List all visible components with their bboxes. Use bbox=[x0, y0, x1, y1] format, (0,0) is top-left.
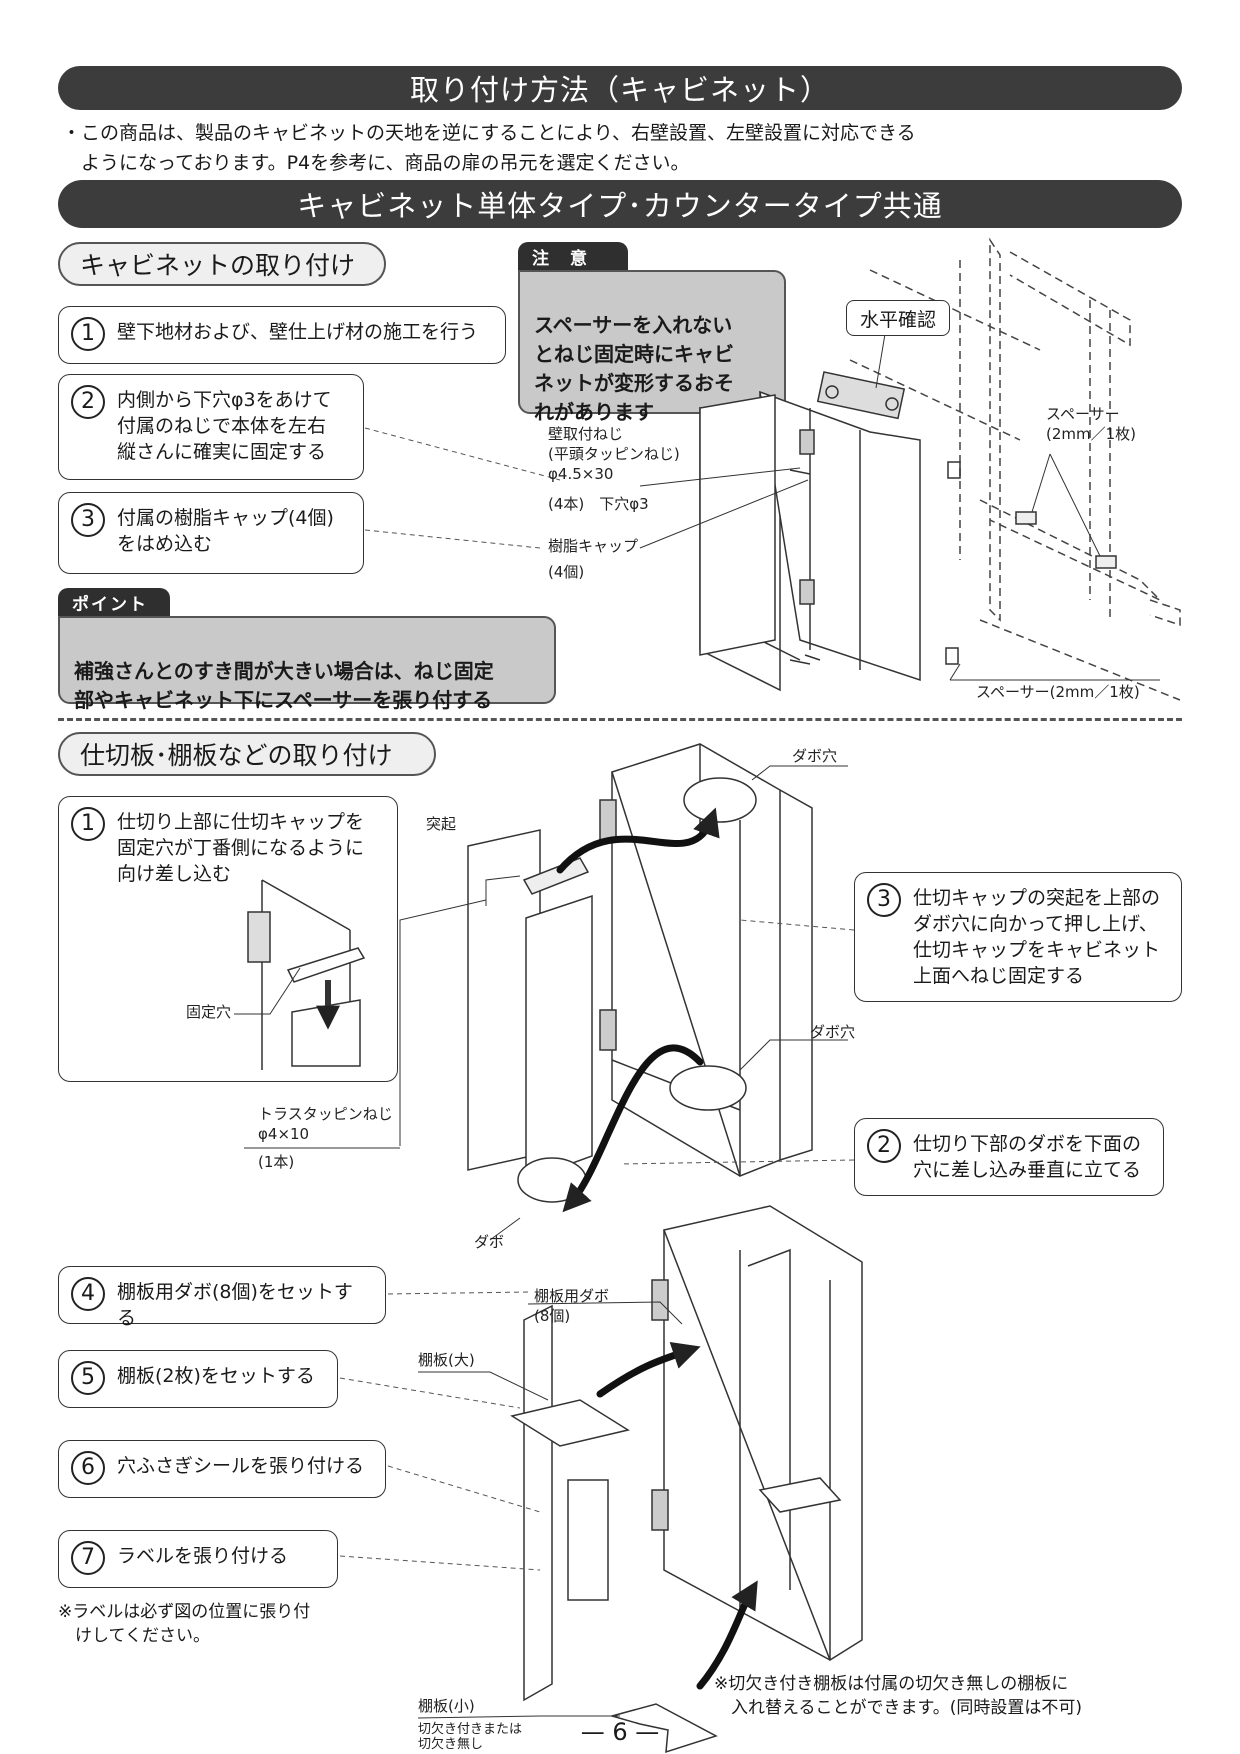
level-check-text: 水平確認 bbox=[859, 308, 936, 331]
shelf-dowel-label: 棚板用ダボ (8個) bbox=[534, 1287, 610, 1325]
partition-step-4: 4 棚板用ダボ(8個)をセットする bbox=[58, 1266, 386, 1329]
section-divider bbox=[58, 718, 1182, 721]
step-number: 4 bbox=[71, 1277, 105, 1311]
caution-tag-text: 注 意 bbox=[532, 248, 589, 269]
cabinet-step-1: 1 壁下地材および、壁仕上げ材の施工を行う bbox=[58, 306, 506, 364]
shelf-small-label: 棚板(小) bbox=[418, 1697, 475, 1715]
truss-screw-qty-label: (1本) bbox=[258, 1153, 295, 1171]
dowel-label: ダボ bbox=[474, 1233, 505, 1251]
partition-step-7: 7 ラベルを張り付ける bbox=[58, 1530, 338, 1588]
replace-note: ※切欠き付き棚板は付属の切欠き無しの棚板に 入れ替えることができます。(同時設置… bbox=[714, 1674, 1083, 1718]
step-text: 穴ふさぎシールを張り付ける bbox=[117, 1455, 365, 1477]
resin-cap-label: 樹脂キャップ bbox=[548, 537, 639, 555]
step-number: 6 bbox=[71, 1451, 105, 1485]
step-text: 仕切り上部に仕切キャップを 固定穴が丁番側になるように 向け差し込む bbox=[117, 811, 365, 885]
caution-tag: 注 意 bbox=[518, 242, 628, 270]
intro-line-1: ・この商品は、製品のキャビネットの天地を逆にすることにより、右壁設置、左壁設置に… bbox=[62, 122, 916, 144]
step-text: 棚板用ダボ(8個)をセットする bbox=[117, 1281, 353, 1329]
cabinet-step-2: 2 内側から下穴φ3をあけて 付属のねじで本体を左右 縦さんに確実に固定する bbox=[58, 374, 364, 480]
partition-step-6: 6 穴ふさぎシールを張り付ける bbox=[58, 1440, 386, 1498]
label-note: ※ラベルは必ず図の位置に張り付 けしてください。 bbox=[58, 1602, 311, 1646]
cabinet-install-heading: キャビネットの取り付け bbox=[58, 242, 386, 286]
step-text: 仕切り下部のダボを下面の 穴に差し込み垂直に立てる bbox=[913, 1133, 1142, 1181]
caution-text: スペーサーを入れない とねじ固定時にキャビ ネットが変形するおそ れがあります bbox=[534, 313, 734, 424]
step-text: 内側から下穴φ3をあけて 付属のねじで本体を左右 縦さんに確実に固定する bbox=[117, 389, 332, 463]
partition-step-2: 2 仕切り下部のダボを下面の 穴に差し込み垂直に立てる bbox=[854, 1118, 1164, 1196]
point-text: 補強さんとのすき間が大きい場合は、ねじ固定 部やキャビネット下にスペーサーを張り… bbox=[74, 659, 494, 712]
level-check-label: 水平確認 bbox=[846, 300, 950, 336]
page-title: 取り付け方法（キャビネット） bbox=[409, 73, 830, 107]
section-title-bar: キャビネット単体タイプ･カウンタータイプ共通 bbox=[58, 180, 1182, 228]
point-tag: ポイント bbox=[58, 588, 170, 616]
step-number: 1 bbox=[71, 807, 105, 841]
truss-screw-label: トラスタッピンねじ φ4×10 bbox=[258, 1105, 393, 1143]
dowel-hole-mid-label: ダボ穴 bbox=[810, 1023, 856, 1041]
shelf-small-note: 切欠き付きまたは 切欠き無し bbox=[418, 1722, 523, 1752]
intro-text: ・この商品は、製品のキャビネットの天地を逆にすることにより、右壁設置、左壁設置に… bbox=[62, 118, 1162, 178]
point-box: 補強さんとのすき間が大きい場合は、ねじ固定 部やキャビネット下にスペーサーを張り… bbox=[58, 616, 556, 712]
spacer-top-label: スペーサー (2mm／1枚) bbox=[1046, 405, 1137, 443]
step-text: 仕切キャップの突起を上部の ダボ穴に向かって押し上げ、 仕切キャップをキャビネッ… bbox=[913, 887, 1161, 987]
cabinet-install-heading-text: キャビネットの取り付け bbox=[80, 251, 356, 280]
step-text: 壁下地材および、壁仕上げ材の施工を行う bbox=[117, 321, 479, 343]
section-title: キャビネット単体タイプ･カウンタータイプ共通 bbox=[297, 189, 943, 223]
page-number: — 6 — bbox=[580, 1718, 660, 1746]
partition-step-3: 3 仕切キャップの突起を上部の ダボ穴に向かって押し上げ、 仕切キャップをキャビ… bbox=[854, 872, 1182, 1002]
wall-screw-label: 壁取付ねじ (平頭タッピンねじ) φ4.5×30 bbox=[548, 425, 680, 483]
step-number: 5 bbox=[71, 1361, 105, 1395]
shelf-large-label: 棚板(大) bbox=[418, 1351, 475, 1369]
spacer-bottom-label: スペーサー(2mm／1枚) bbox=[976, 683, 1140, 701]
wall-screw-qty-label: (4本) 下穴φ3 bbox=[548, 495, 649, 513]
cabinet-step-3: 3 付属の樹脂キャップ(4個) をはめ込む bbox=[58, 492, 364, 574]
point-tag-text: ポイント bbox=[72, 594, 148, 615]
protrusion-label: 突起 bbox=[426, 815, 457, 833]
page-title-bar: 取り付け方法（キャビネット） bbox=[58, 66, 1182, 110]
step-number: 7 bbox=[71, 1541, 105, 1575]
step-number: 2 bbox=[867, 1129, 901, 1163]
step-text: 棚板(2枚)をセットする bbox=[117, 1365, 315, 1387]
step-text: 付属の樹脂キャップ(4個) をはめ込む bbox=[117, 507, 334, 555]
dowel-hole-top-label: ダボ穴 bbox=[792, 747, 838, 765]
caution-box: スペーサーを入れない とねじ固定時にキャビ ネットが変形するおそ れがあります bbox=[518, 270, 786, 424]
step-number: 2 bbox=[71, 385, 105, 419]
intro-line-2: ようになっております。P4を参考に、商品の扉の吊元を選定ください。 bbox=[62, 152, 690, 174]
partition-step-5: 5 棚板(2枚)をセットする bbox=[58, 1350, 338, 1408]
fix-hole-label: 固定穴 bbox=[186, 1003, 232, 1021]
resin-cap-qty-label: (4個) bbox=[548, 563, 585, 581]
step-number: 3 bbox=[867, 883, 901, 917]
step-number: 3 bbox=[71, 503, 105, 537]
step-number: 1 bbox=[71, 317, 105, 351]
partition-install-heading-text: 仕切板･棚板などの取り付け bbox=[80, 741, 393, 770]
step-text: ラベルを張り付ける bbox=[117, 1545, 289, 1567]
partition-install-heading: 仕切板･棚板などの取り付け bbox=[58, 732, 436, 776]
